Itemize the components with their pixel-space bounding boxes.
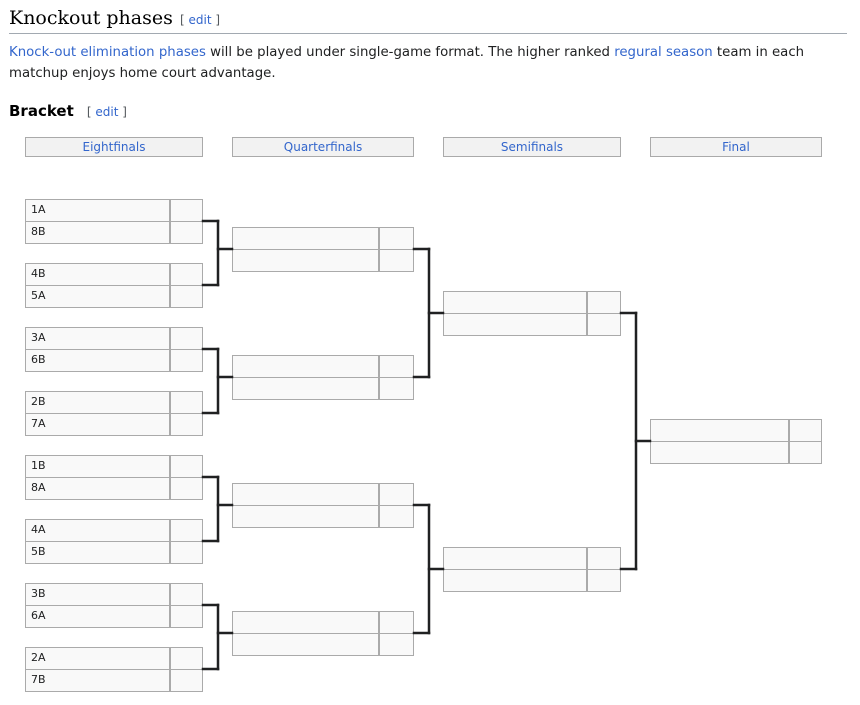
eightfinals-score-cell bbox=[170, 541, 203, 564]
semifinals-team-cell bbox=[443, 313, 587, 336]
section-title: Knockout phases bbox=[9, 7, 173, 29]
semifinals-score-cell bbox=[587, 569, 621, 592]
section-edit: [ edit ] bbox=[180, 13, 221, 27]
eightfinals-score-cell bbox=[170, 605, 203, 628]
round-header-final[interactable]: Final bbox=[650, 137, 822, 157]
semifinals-score-cell bbox=[587, 313, 621, 336]
quarterfinals-score-cell bbox=[379, 505, 414, 528]
eightfinals-team-cell: 7B bbox=[25, 669, 170, 692]
quarterfinals-team-cell bbox=[232, 633, 379, 656]
eightfinals-team-cell: 8A bbox=[25, 477, 170, 500]
eightfinals-score-cell bbox=[170, 477, 203, 500]
eightfinals-team-cell: 5A bbox=[25, 285, 170, 308]
eightfinals-team-cell: 6B bbox=[25, 349, 170, 372]
round-header-semifinals[interactable]: Semifinals bbox=[443, 137, 621, 157]
section-edit-link[interactable]: edit bbox=[188, 13, 212, 27]
regular-season-link[interactable]: regural season bbox=[614, 45, 713, 60]
quarterfinals-score-cell bbox=[379, 377, 414, 400]
eightfinals-score-cell bbox=[170, 349, 203, 372]
knockout-link[interactable]: Knock-out elimination phases bbox=[9, 45, 206, 60]
quarterfinals-score-cell bbox=[379, 249, 414, 272]
subsection-title: Bracket bbox=[9, 102, 74, 120]
subsection-edit-link[interactable]: edit bbox=[95, 105, 119, 119]
subsection-edit: [ edit ] bbox=[86, 105, 127, 119]
quarterfinals-team-cell bbox=[232, 249, 379, 272]
final-team-cell bbox=[650, 441, 789, 464]
eightfinals-score-cell bbox=[170, 221, 203, 244]
quarterfinals-team-cell bbox=[232, 505, 379, 528]
intro-text-1: will be played under single-game format.… bbox=[205, 45, 615, 60]
eightfinals-team-cell: 7A bbox=[25, 413, 170, 436]
quarterfinals-team-cell bbox=[232, 377, 379, 400]
round-header-quarterfinals[interactable]: Quarterfinals bbox=[232, 137, 414, 157]
intro-text-2: team in each matchup enjoys home court a… bbox=[9, 45, 805, 81]
eightfinals-score-cell bbox=[170, 285, 203, 308]
round-header-eightfinals[interactable]: Eightfinals bbox=[25, 137, 203, 157]
quarterfinals-score-cell bbox=[379, 633, 414, 656]
intro-paragraph: Knock-out elimination phases will be pla… bbox=[9, 42, 854, 84]
eightfinals-team-cell: 5B bbox=[25, 541, 170, 564]
eightfinals-team-cell: 6A bbox=[25, 605, 170, 628]
subsection-heading: Bracket [ edit ] bbox=[9, 101, 127, 120]
final-score-cell bbox=[789, 441, 822, 464]
section-heading: Knockout phases [ edit ] bbox=[9, 6, 847, 34]
eightfinals-score-cell bbox=[170, 669, 203, 692]
semifinals-team-cell bbox=[443, 569, 587, 592]
eightfinals-team-cell: 8B bbox=[25, 221, 170, 244]
eightfinals-score-cell bbox=[170, 413, 203, 436]
